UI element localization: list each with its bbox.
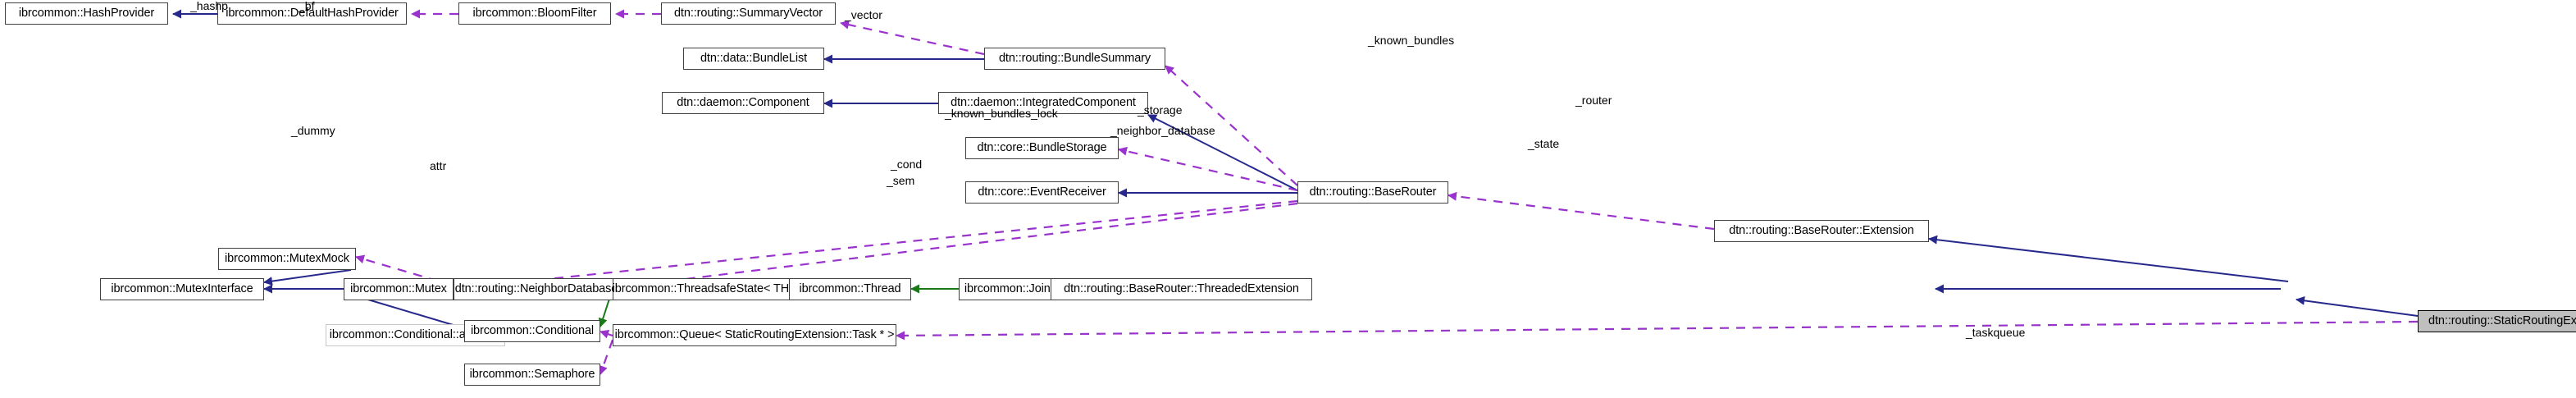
node-ibrcommon-conditional[interactable]: ibrcommon::Conditional: [464, 320, 600, 342]
node-ibrcommon-mutex[interactable]: ibrcommon::Mutex: [344, 278, 454, 300]
edge-label-bf: _bf: [299, 0, 315, 12]
edge-queuetask-conditional: [600, 329, 613, 339]
edge-label-known-bundles-lock: _known_bundles_lock: [945, 107, 1058, 120]
node-dtn-core-bundlestorage[interactable]: dtn::core::BundleStorage: [965, 137, 1119, 159]
edge-threadedextension-baserouterext: [1928, 235, 2289, 282]
node-dtn-data-bundlelist[interactable]: dtn::data::BundleList: [683, 48, 824, 70]
edge-staticrouting-threadedextension: [2296, 295, 2419, 317]
node-ibrcommon-thread[interactable]: ibrcommon::Thread: [789, 278, 911, 300]
node-dtn-routing-threadedextension[interactable]: dtn::routing::BaseRouter::ThreadedExtens…: [1051, 278, 1312, 300]
node-dtn-routing-neighbordatabase[interactable]: dtn::routing::NeighborDatabase: [454, 278, 619, 300]
node-ibrcommon-mutexmock[interactable]: ibrcommon::MutexMock: [218, 248, 356, 270]
node-dtn-routing-staticroutingextension[interactable]: dtn::routing::StaticRoutingExtension: [2418, 310, 2576, 332]
node-dtn-daemon-integratedcomponent[interactable]: dtn::daemon::IntegratedComponent: [938, 92, 1148, 114]
edge-queuetask-semaphore: [599, 339, 614, 375]
edge-staticrouting-queuetask: [896, 320, 2419, 341]
edge-baserouter-neighbordatabase: [618, 202, 1298, 291]
edge-label-cond: _cond: [891, 158, 923, 171]
node-dtn-daemon-component[interactable]: dtn::daemon::Component: [662, 92, 824, 114]
edge-label-taskqueue: _taskqueue: [1966, 326, 2026, 339]
node-dtn-core-eventreceiver[interactable]: dtn::core::EventReceiver: [965, 181, 1119, 204]
edge-baserouterext-baserouter: [1448, 191, 1715, 231]
node-ibrcommon-bloomfilter[interactable]: ibrcommon::BloomFilter: [458, 2, 611, 25]
edge-label-router: _router: [1575, 94, 1612, 107]
edge-label-attr: attr: [430, 159, 447, 172]
node-dtn-routing-baserouter[interactable]: dtn::routing::BaseRouter: [1297, 181, 1448, 204]
edge-baserouter-bundlestorage: [1118, 146, 1298, 192]
edge-label-dummy: _dummy: [291, 124, 335, 137]
edge-label-sem: _sem: [887, 174, 915, 187]
edge-label-vector: _vector: [845, 8, 882, 21]
node-ibrcommon-queue-task[interactable]: ibrcommon::Queue< StaticRoutingExtension…: [613, 324, 896, 346]
edge-label-neighbor-database: _neighbor_database: [1110, 124, 1215, 137]
node-dtn-routing-bundlesummary[interactable]: dtn::routing::BundleSummary: [984, 48, 1165, 70]
node-ibrcommon-hashprovider[interactable]: ibrcommon::HashProvider: [5, 2, 168, 25]
edge-label-hashp: _hashp: [190, 0, 228, 12]
edge-baserouter-mutex: [453, 199, 1298, 293]
node-dtn-routing-baserouter-extension[interactable]: dtn::routing::BaseRouter::Extension: [1714, 220, 1929, 242]
node-ibrcommon-semaphore[interactable]: ibrcommon::Semaphore: [464, 364, 600, 386]
edge-label-known-bundles: _known_bundles: [1368, 34, 1455, 47]
edge-label-state: _state: [1528, 137, 1560, 150]
node-ibrcommon-mutexinterface[interactable]: ibrcommon::MutexInterface: [100, 278, 264, 300]
edge-label-storage: _storage: [1138, 103, 1183, 117]
node-dtn-routing-summaryvector[interactable]: dtn::routing::SummaryVector: [661, 2, 836, 25]
edge-mutexmock-mutexinterface: [263, 269, 352, 286]
edge-bundlesummary-summaryvector: [840, 20, 985, 56]
node-ibrcommon-defaulthashprovider[interactable]: ibrcommon::DefaultHashProvider: [217, 2, 407, 25]
